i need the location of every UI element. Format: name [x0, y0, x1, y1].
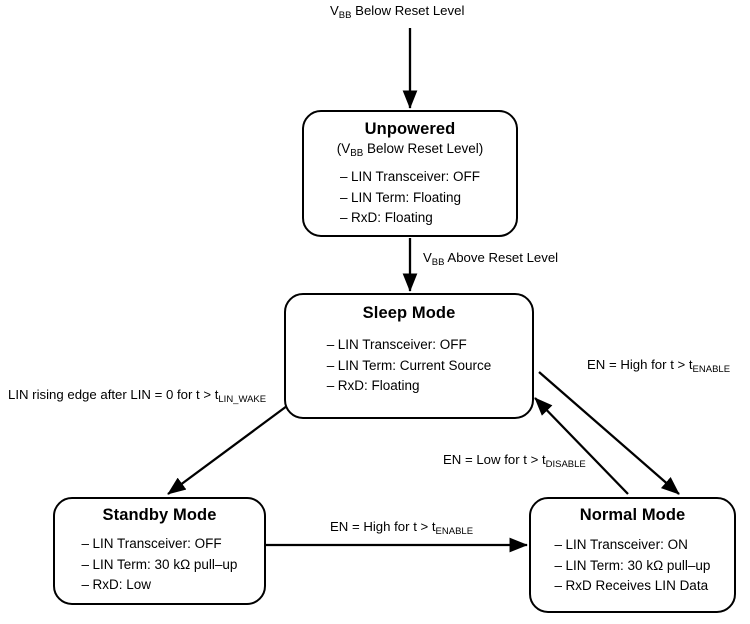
state-node-sleep-mode[interactable]: Sleep Mode –LIN Transceiver: OFF –LIN Te… [284, 293, 534, 419]
state-items-sleep-mode: –LIN Transceiver: OFF –LIN Term: Current… [327, 335, 492, 397]
list-item-label: LIN Transceiver: OFF [92, 536, 222, 552]
edge-label-vbb-below-reset: VBB Below Reset Level [330, 3, 465, 21]
label-text: V [423, 250, 432, 265]
label-text: LIN rising edge after LIN = 0 for t > t [8, 387, 219, 402]
edge-sleep-to-normal [538, 371, 680, 495]
list-item-label: LIN Term: Current Source [337, 357, 492, 373]
edge-label-vbb-above-reset: VBB Above Reset Level [423, 250, 559, 268]
list-item: –LIN Term: 30 kΩ pull–up [82, 555, 238, 576]
state-items-unpowered: –LIN Transceiver: OFF –LIN Term: Floatin… [340, 167, 480, 229]
edge-label-en-high-enable-standby-to-normal: EN = High for t > tENABLE [330, 519, 474, 537]
state-items-standby-mode: –LIN Transceiver: OFF –LIN Term: 30 kΩ p… [82, 534, 238, 596]
list-item: –LIN Term: Current Source [327, 356, 492, 377]
dash-bullet: – [326, 357, 335, 373]
list-item: –RxD: Floating [340, 208, 480, 229]
label-text: EN = High for t > t [330, 519, 436, 534]
label-text-suffix: Below Reset Level [351, 3, 465, 18]
dash-bullet: – [554, 537, 563, 553]
edge-label-lin-rising-edge-wake: LIN rising edge after LIN = 0 for t > tL… [8, 387, 267, 405]
list-item-label: RxD: Low [92, 577, 152, 593]
list-item: –LIN Transceiver: OFF [327, 335, 492, 356]
dash-bullet: – [81, 536, 90, 552]
dash-bullet: – [339, 189, 348, 205]
edge-label-en-high-enable-sleep-to-normal: EN = High for t > tENABLE [587, 357, 731, 375]
label-text-suffix: Above Reset Level [444, 250, 559, 265]
label-text: EN = Low for t > t [443, 452, 546, 467]
state-node-unpowered[interactable]: Unpowered (VBB Below Reset Level) –LIN T… [302, 110, 518, 237]
dash-bullet: – [81, 556, 90, 572]
list-item-label: LIN Transceiver: ON [565, 537, 688, 553]
state-title-normal-mode: Normal Mode [579, 506, 686, 524]
dash-bullet: – [554, 578, 563, 594]
edge-sleep-to-standby [167, 402, 292, 495]
dash-bullet: – [554, 557, 563, 573]
list-item: –LIN Transceiver: OFF [340, 167, 480, 188]
state-title-standby-mode: Standby Mode [102, 506, 217, 524]
label-text: V [330, 3, 339, 18]
dash-bullet: – [339, 210, 348, 226]
list-item-label: RxD: Floating [337, 378, 420, 394]
state-title-unpowered: Unpowered [364, 120, 456, 138]
edge-label-en-low-disable: EN = Low for t > tDISABLE [443, 452, 586, 470]
dash-bullet: – [326, 337, 335, 353]
label-subscript: BB [338, 9, 352, 21]
subtitle-suffix: Below Reset Level) [363, 141, 484, 157]
list-item-label: LIN Transceiver: OFF [350, 168, 481, 184]
list-item: –LIN Term: Floating [340, 188, 480, 209]
state-node-normal-mode[interactable]: Normal Mode –LIN Transceiver: ON –LIN Te… [529, 497, 736, 613]
list-item-label: LIN Term: Floating [350, 189, 462, 205]
subtitle-prefix: (V [336, 141, 351, 157]
label-subscript: LIN_WAKE [218, 393, 267, 405]
list-item: –LIN Transceiver: OFF [82, 534, 238, 555]
dash-bullet: – [339, 168, 348, 184]
label-text: EN = High for t > t [587, 357, 693, 372]
label-subscript: BB [431, 256, 445, 268]
edge-normal-to-sleep [534, 397, 629, 495]
state-title-sleep-mode: Sleep Mode [362, 304, 456, 322]
state-node-standby-mode[interactable]: Standby Mode –LIN Transceiver: OFF –LIN … [53, 497, 266, 605]
list-item: –LIN Term: 30 kΩ pull–up [555, 556, 711, 577]
label-subscript: ENABLE [692, 363, 731, 375]
list-item-label: LIN Term: 30 kΩ pull–up [92, 556, 238, 572]
state-items-normal-mode: –LIN Transceiver: ON –LIN Term: 30 kΩ pu… [555, 535, 711, 597]
state-subtitle-unpowered: (VBB Below Reset Level) [336, 141, 484, 159]
dash-bullet: – [326, 378, 335, 394]
list-item-label: LIN Term: 30 kΩ pull–up [565, 557, 711, 573]
list-item: –LIN Transceiver: ON [555, 535, 711, 556]
list-item-label: RxD: Floating [350, 210, 433, 226]
label-subscript: ENABLE [435, 525, 474, 537]
list-item-label: RxD Receives LIN Data [565, 578, 709, 594]
list-item: –RxD: Floating [327, 376, 492, 397]
label-subscript: DISABLE [545, 458, 586, 470]
list-item: –RxD Receives LIN Data [555, 576, 711, 597]
list-item-label: LIN Transceiver: OFF [337, 337, 467, 353]
dash-bullet: – [81, 577, 90, 593]
list-item: –RxD: Low [82, 575, 238, 596]
subtitle-subscript: BB [350, 147, 364, 159]
